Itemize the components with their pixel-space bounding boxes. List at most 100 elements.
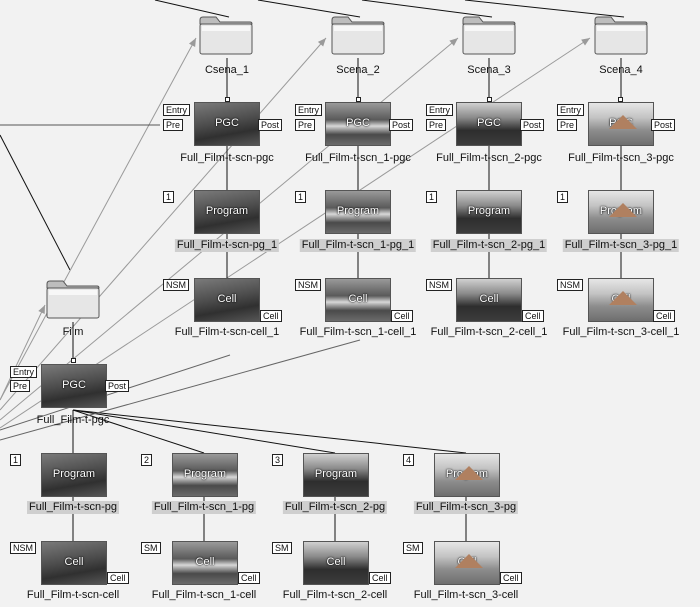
program-title: Program (599, 205, 643, 217)
pgc-thumbnail: PGC (325, 102, 391, 146)
cell-thumbnail: Cell (588, 278, 654, 322)
program-title: Program (336, 205, 380, 217)
pgc-title: PGC (609, 117, 633, 129)
pgc-thumbnail: PGC (41, 364, 107, 408)
folder-icon (199, 16, 253, 55)
pgc-title: PGC (62, 379, 86, 391)
cell-label: Full_Film-t-scn_3-cell_1 (562, 326, 680, 338)
program-number: 1 (295, 191, 307, 203)
post-tag: Post (105, 380, 130, 392)
program-thumbnail: Program (172, 453, 238, 497)
edge (464, 0, 625, 18)
program-number: 1 (10, 454, 22, 466)
pre-tag: Pre (295, 119, 316, 131)
cell-title: Cell (195, 556, 215, 568)
pre-tag: Pre (426, 119, 447, 131)
cell-title: Cell (348, 293, 368, 305)
program-thumbnail: Program (303, 453, 369, 497)
cell-label: Full_Film-t-scn_2-cell (282, 589, 388, 601)
program-label: Full_Film-t-scn_2-pg (282, 501, 388, 514)
folder-icon (331, 16, 385, 55)
cell-thumbnail: Cell (303, 541, 369, 585)
pre-tag: Pre (10, 380, 31, 392)
edge (0, 339, 361, 441)
cell-thumbnail: Cell (41, 541, 107, 585)
input-port[interactable] (618, 97, 623, 102)
pgc-label: Full_Film-t-scn_3-pgc (568, 152, 674, 164)
program-number: 1 (557, 191, 569, 203)
cell-title: Cell (479, 293, 499, 305)
program-number: 3 (272, 454, 284, 466)
edge (257, 0, 361, 18)
input-port[interactable] (71, 358, 76, 363)
folder-label: Scena_3 (467, 64, 511, 76)
cell-label: Full_Film-t-scn_2-cell_1 (430, 326, 548, 338)
cell-title: Cell (64, 556, 84, 568)
post-tag: Post (258, 119, 283, 131)
cell-badge: Cell (653, 310, 675, 322)
pre-tag: Pre (557, 119, 578, 131)
cell-title: Cell (326, 556, 346, 568)
arrowhead (581, 38, 590, 46)
edge (72, 409, 336, 454)
edge (0, 134, 71, 271)
pgc-label: Full_Film-t-scn_1-pgc (305, 152, 411, 164)
input-port[interactable] (487, 97, 492, 102)
edge (72, 409, 205, 454)
entry-tag: Entry (10, 366, 38, 378)
cell-label: Full_Film-t-scn_1-cell (151, 589, 257, 601)
program-label: Full_Film-t-scn_3-pg (413, 501, 519, 514)
cell-title: Cell (217, 293, 237, 305)
program-thumbnail: Program (325, 190, 391, 234)
cell-badge: Cell (260, 310, 282, 322)
arrowhead (449, 38, 458, 47)
cell-tag: SM (403, 542, 423, 554)
program-thumbnail: Program (588, 190, 654, 234)
program-number: 2 (141, 454, 153, 466)
arrowhead (317, 38, 326, 47)
program-thumbnail: Program (41, 453, 107, 497)
program-title: Program (445, 468, 489, 480)
cell-badge: Cell (107, 572, 129, 584)
cell-thumbnail: Cell (456, 278, 522, 322)
input-port[interactable] (356, 97, 361, 102)
pgc-title: PGC (477, 117, 501, 129)
program-label: Full_Film-t-scn_1-pg_1 (299, 239, 417, 252)
folder-icon (594, 16, 648, 55)
program-thumbnail: Program (456, 190, 522, 234)
entry-tag: Entry (426, 104, 454, 116)
program-title: Program (467, 205, 511, 217)
cell-badge: Cell (369, 572, 391, 584)
folder-label: Film (62, 326, 84, 338)
cell-tag: SM (141, 542, 161, 554)
cell-label: Full_Film-t-scn-cell_1 (174, 326, 280, 338)
program-label: Full_Film-t-scn_1-pg (151, 501, 257, 514)
program-label: Full_Film-t-scn-pg (26, 501, 120, 514)
program-thumbnail: Program (194, 190, 260, 234)
cell-label: Full_Film-t-scn-cell (26, 589, 120, 601)
cell-badge: Cell (238, 572, 260, 584)
program-label: Full_Film-t-scn_3-pg_1 (562, 239, 680, 252)
cell-badge: Cell (522, 310, 544, 322)
arrowhead (188, 38, 196, 47)
program-title: Program (183, 468, 227, 480)
post-tag: Post (651, 119, 676, 131)
pgc-thumbnail: PGC (588, 102, 654, 146)
cell-tag: NSM (557, 279, 583, 291)
program-number: 4 (403, 454, 415, 466)
folder-label: Scena_4 (599, 64, 643, 76)
pre-tag: Pre (163, 119, 184, 131)
pgc-label: Full_Film-t-pgc (36, 414, 110, 426)
cell-title: Cell (611, 293, 631, 305)
cell-tag: NSM (426, 279, 452, 291)
folder-label: Scena_2 (336, 64, 380, 76)
arrow-edge (0, 37, 197, 401)
program-label: Full_Film-t-scn-pg_1 (174, 239, 280, 252)
cell-title: Cell (457, 556, 477, 568)
edge (154, 0, 230, 18)
program-number: 1 (426, 191, 438, 203)
program-title: Program (205, 205, 249, 217)
program-thumbnail: Program (434, 453, 500, 497)
input-port[interactable] (225, 97, 230, 102)
